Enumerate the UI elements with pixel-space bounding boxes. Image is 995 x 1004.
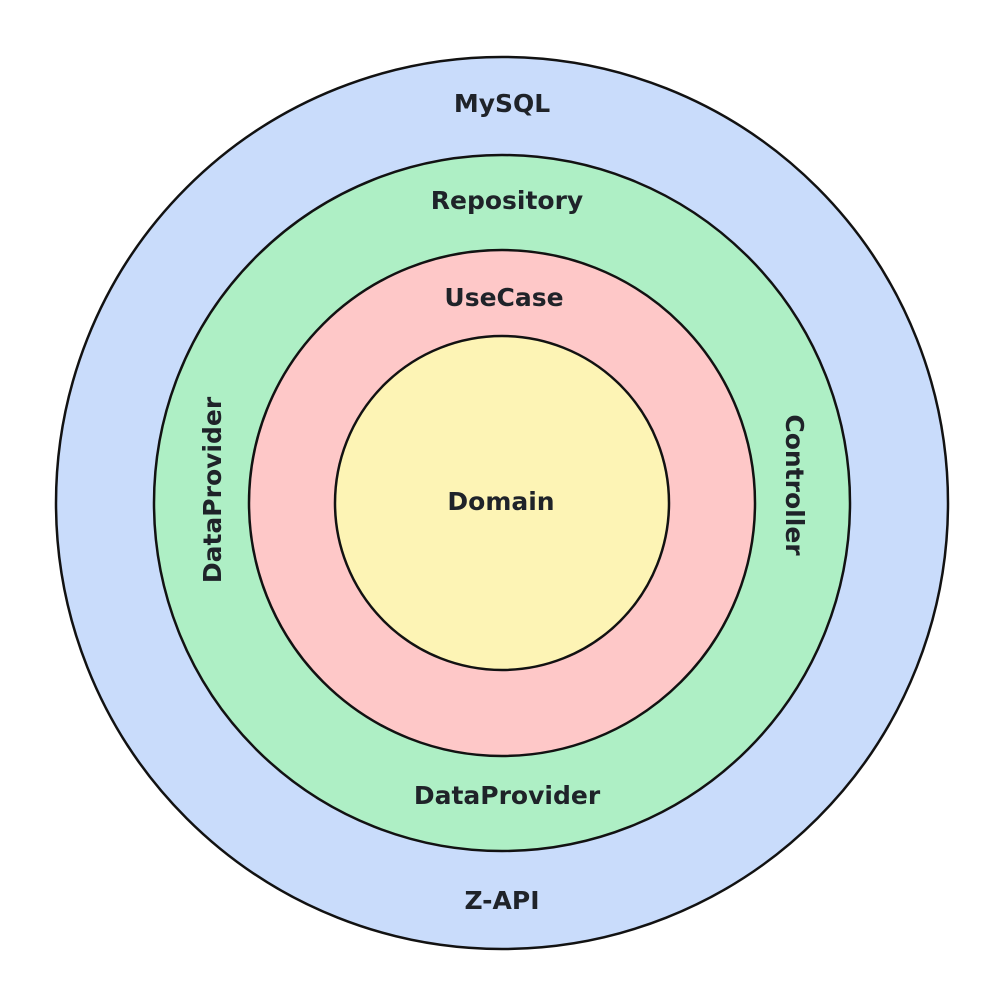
application-top-label: UseCase — [444, 283, 563, 312]
adapters-left-label: DataProvider — [198, 396, 227, 583]
outer-top-label: MySQL — [454, 89, 550, 118]
adapters-top-label: Repository — [431, 186, 583, 215]
adapters-bottom-label: DataProvider — [414, 781, 601, 810]
adapters-right-label: Controller — [780, 414, 809, 556]
outer-bottom-label: Z-API — [464, 886, 539, 915]
core-center-label: Domain — [447, 487, 554, 516]
core-layer-circle — [333, 334, 671, 672]
